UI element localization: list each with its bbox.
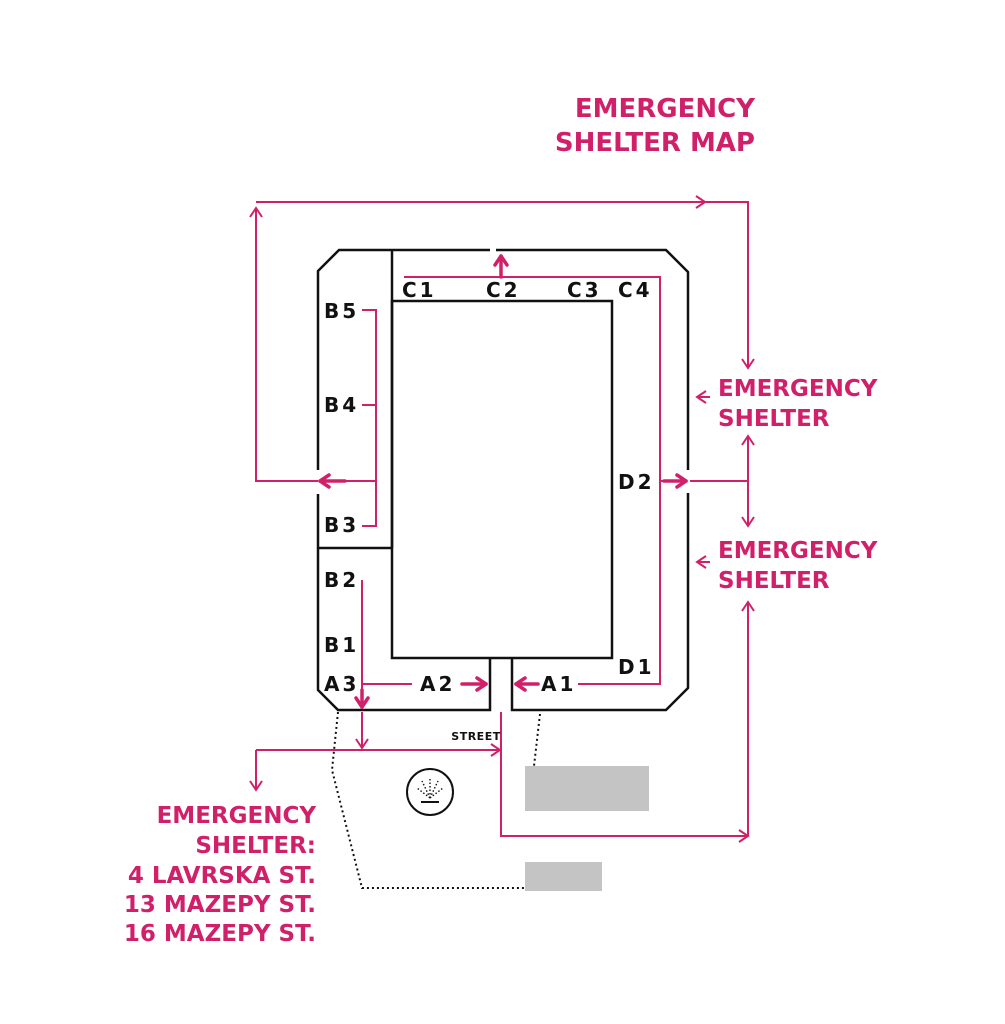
neighbor-building-upper [525, 766, 649, 811]
fountain-icon [406, 768, 454, 816]
shelter-right-upper-line1: EMERGENCY [718, 376, 878, 402]
shelter-bottom-address-3: 16 MAZEPY ST. [124, 921, 316, 947]
building-walls [316, 248, 690, 712]
street-label: STREET [451, 730, 500, 743]
room-c3: C3 [567, 278, 602, 302]
room-b2: B2 [324, 568, 359, 592]
room-d2: D2 [618, 470, 655, 494]
shelter-right-lower-line1: EMERGENCY [718, 538, 878, 564]
shelter-bottom-address-2: 13 MAZEPY ST. [124, 892, 316, 918]
room-b3: B3 [324, 513, 359, 537]
exterior-routes [249, 195, 755, 843]
exit-arrows [318, 254, 688, 709]
room-c2: C2 [486, 278, 521, 302]
room-b4: B4 [324, 393, 359, 417]
shelter-bottom-address-1: 4 LAVRSKA ST. [128, 863, 316, 889]
shelter-right-upper-line2: SHELTER [718, 406, 830, 432]
room-b1: B1 [324, 633, 359, 657]
shelter-right-lower-line2: SHELTER [718, 568, 830, 594]
room-a2: A2 [420, 672, 455, 696]
shelter-bottom-line1: EMERGENCY [157, 803, 317, 829]
shelter-bottom-line2: SHELTER: [195, 833, 316, 859]
room-c4: C4 [618, 278, 653, 302]
room-a3: A3 [324, 672, 359, 696]
room-c1: C1 [402, 278, 437, 302]
neighbor-building-lower [525, 862, 602, 891]
room-d1: D1 [618, 655, 655, 679]
map-title-line2: SHELTER MAP [555, 128, 755, 158]
shelter-bottom-left: EMERGENCY SHELTER: 4 LAVRSKA ST. 13 MAZE… [124, 803, 316, 947]
room-b5: B5 [324, 299, 359, 323]
map-title-line1: EMERGENCY [575, 94, 756, 124]
room-a1: A1 [541, 672, 576, 696]
dotted-boundary [330, 711, 541, 889]
room-labels: C1 C2 C3 C4 B5 B4 B3 B2 B1 A3 A2 A1 D2 D… [324, 278, 655, 696]
